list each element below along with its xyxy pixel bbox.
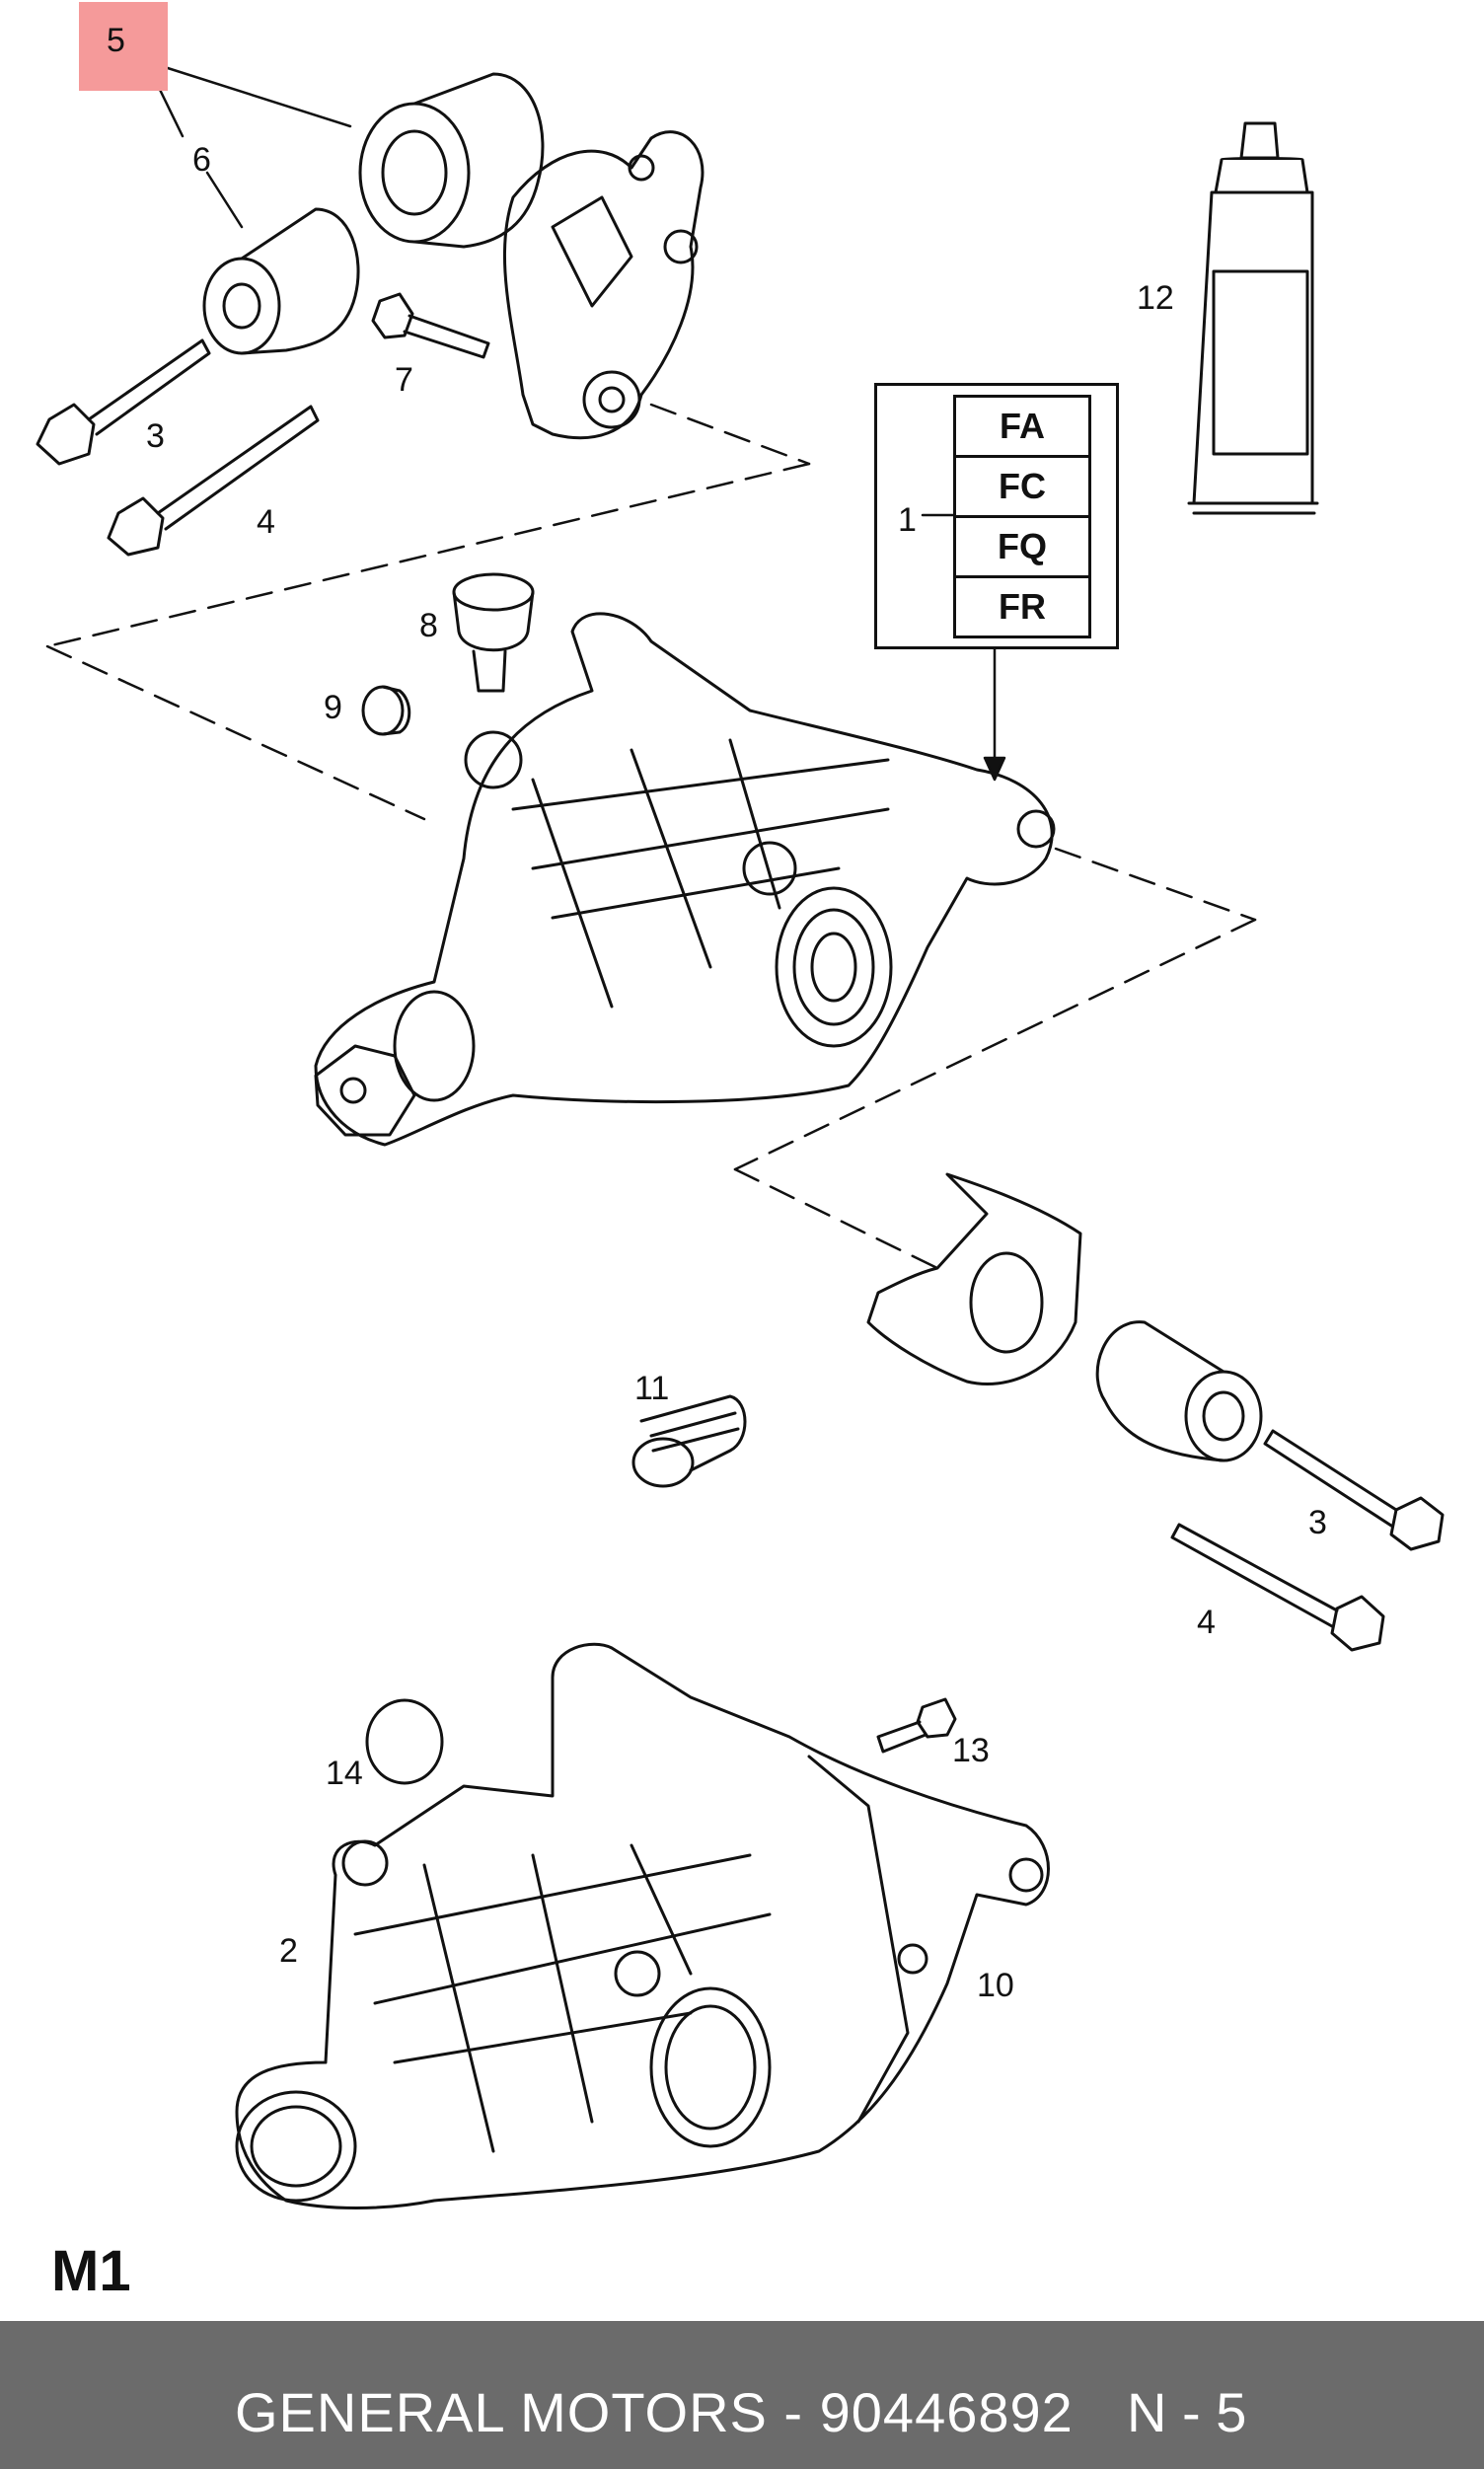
footer-page-number: N - 5 <box>1127 2381 1247 2443</box>
callout-11: 11 <box>634 1370 670 1407</box>
footer-part-number: GENERAL MOTORS - 90446892 <box>235 2381 1074 2443</box>
plug-14 <box>365 1698 444 1785</box>
variant-code-table: FA FC FQ FR <box>953 395 1091 638</box>
breather-valve <box>452 572 535 693</box>
bolt-4-top <box>107 405 320 557</box>
callout-8: 8 <box>419 607 438 644</box>
cover-plate <box>866 1172 1082 1385</box>
rear-bracket <box>502 130 705 440</box>
callout-1: 1 <box>898 501 917 539</box>
callout-14: 14 <box>326 1755 363 1792</box>
variant-code-fa: FA <box>956 398 1088 458</box>
bolt-3-right <box>1263 1429 1445 1551</box>
housing-assembly <box>235 1642 1050 2209</box>
bushing-right <box>1095 1320 1263 1462</box>
plug-9 <box>361 685 411 736</box>
callout-2: 2 <box>279 1932 298 1970</box>
callout-5: 5 <box>107 22 125 59</box>
callout-4-top: 4 <box>257 503 275 541</box>
sealant-tube <box>1187 121 1319 515</box>
variant-code-fq: FQ <box>956 518 1088 578</box>
callout-5-highlight <box>79 2 168 91</box>
callout-3-right: 3 <box>1308 1504 1327 1541</box>
callout-10: 10 <box>977 1967 1014 2004</box>
bolt-13 <box>876 1697 957 1754</box>
callout-6: 6 <box>192 141 211 179</box>
bolt-7 <box>371 292 490 359</box>
callout-3-top: 3 <box>146 417 165 455</box>
bolt-4-right <box>1170 1523 1385 1652</box>
callout-7: 7 <box>395 361 413 399</box>
bolt-3-top <box>36 338 211 466</box>
page-label: M1 <box>51 2239 131 2303</box>
callout-13: 13 <box>952 1732 990 1769</box>
variant-code-fc: FC <box>956 458 1088 518</box>
variant-code-fr: FR <box>999 586 1046 627</box>
footer-bar <box>0 2321 1484 2469</box>
variant-code-box <box>874 383 1119 649</box>
bushing-large <box>358 72 545 249</box>
bushing-small <box>202 207 360 355</box>
callout-4-right: 4 <box>1197 1604 1216 1641</box>
connection-lines <box>45 403 1257 1275</box>
callout-12: 12 <box>1137 279 1174 317</box>
callout-9: 9 <box>324 689 342 726</box>
spring-11 <box>631 1394 747 1488</box>
differential-assembly <box>314 612 1056 1147</box>
